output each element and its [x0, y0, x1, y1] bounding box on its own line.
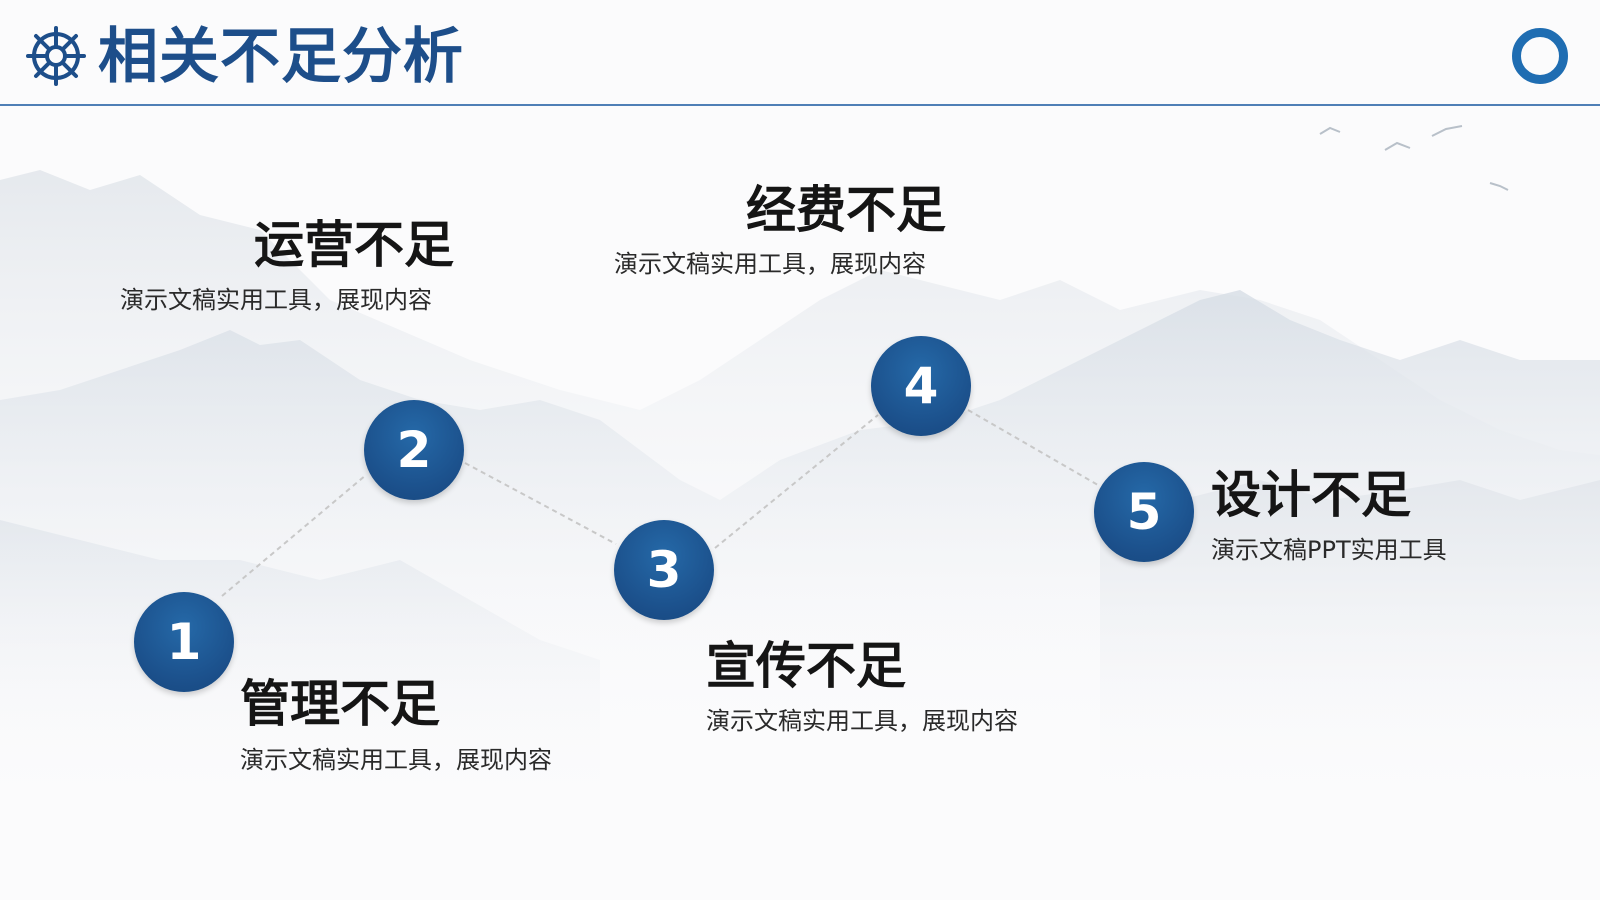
item-title-3: 宣传不足 — [706, 637, 906, 695]
page-title: 相关不足分析 — [98, 22, 464, 92]
item-desc-5: 演示文稿PPT实用工具 — [1211, 536, 1447, 564]
item-title-4: 经费不足 — [746, 181, 946, 239]
item-desc-3: 演示文稿实用工具，展现内容 — [706, 707, 1018, 735]
item-title-5: 设计不足 — [1211, 466, 1411, 524]
step-node-3: 3 — [614, 520, 714, 620]
item-title-2: 运营不足 — [254, 216, 454, 274]
item-desc-4: 演示文稿实用工具，展现内容 — [614, 250, 926, 278]
circle-ring-icon — [1512, 28, 1568, 84]
connector-3-4 — [714, 414, 879, 549]
connector-2-3 — [464, 462, 617, 545]
ship-wheel-icon — [26, 26, 86, 86]
step-node-4: 4 — [871, 336, 971, 436]
step-node-1: 1 — [134, 592, 234, 692]
connector-4-5 — [967, 409, 1099, 486]
header-divider — [0, 104, 1600, 106]
item-desc-1: 演示文稿实用工具，展现内容 — [240, 746, 552, 774]
item-desc-2: 演示文稿实用工具，展现内容 — [120, 286, 432, 314]
step-node-2: 2 — [364, 400, 464, 500]
connector-1-2 — [221, 474, 367, 597]
item-title-1: 管理不足 — [240, 675, 440, 733]
step-node-5: 5 — [1094, 462, 1194, 562]
